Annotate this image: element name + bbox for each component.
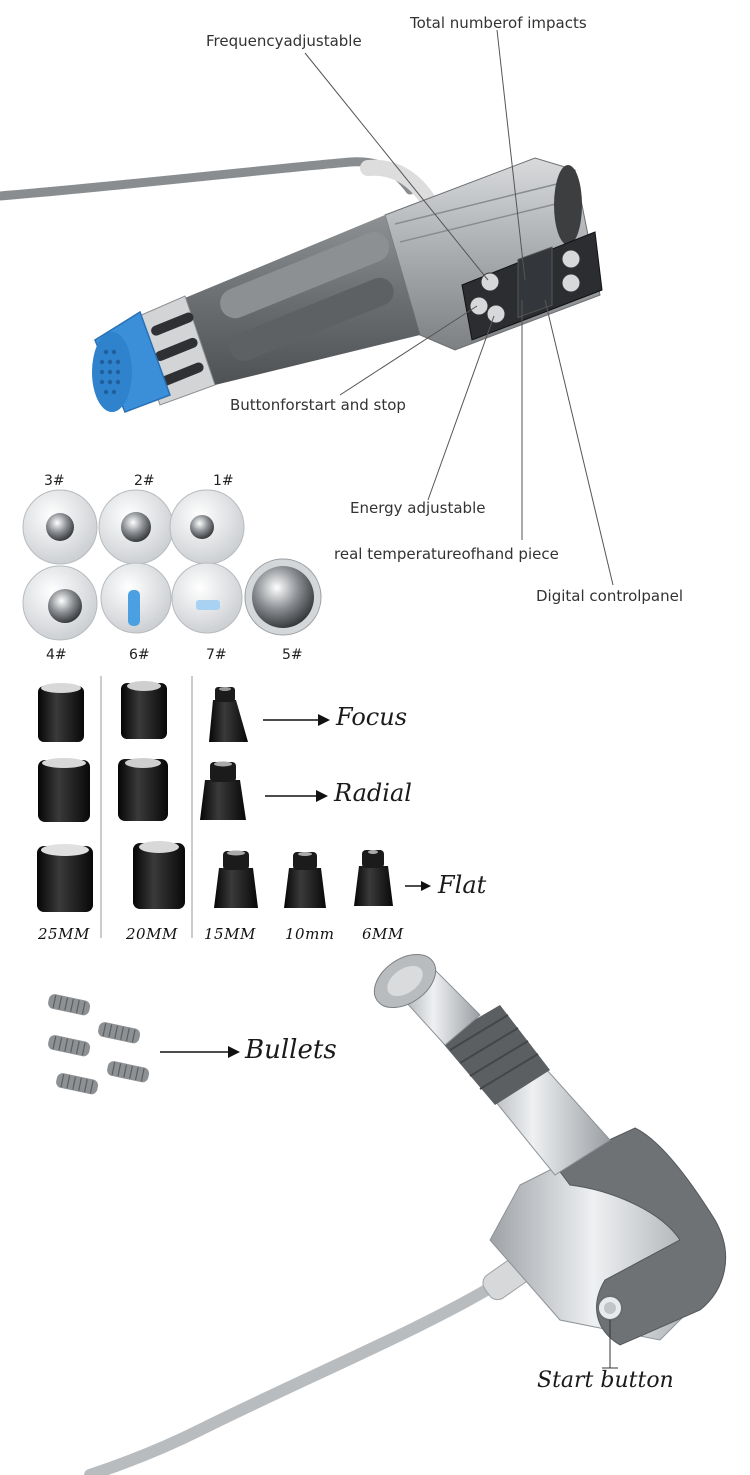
start-button-label: Start button <box>537 1368 674 1393</box>
radial-arrow <box>265 790 328 802</box>
transmitter-label-6: 6# <box>129 647 150 663</box>
flat-arrow <box>405 881 431 891</box>
head-10-flat <box>284 852 326 908</box>
control-panel-label: Digital controlpanel <box>536 587 684 605</box>
strain-relief <box>360 159 436 208</box>
size-label-10: 10mm <box>285 925 335 943</box>
bullet <box>48 994 91 1016</box>
head-15-radial <box>200 761 246 820</box>
grip <box>554 1127 727 1346</box>
head-20-flat <box>133 841 185 909</box>
transmitter-2 <box>98 489 174 565</box>
temperature-label: real temperatureofhand piece <box>334 545 559 563</box>
panel-down-button <box>561 273 581 293</box>
transmitter-label-4: 4# <box>46 647 67 663</box>
head-20-focus <box>121 681 167 739</box>
callout-lines <box>304 29 614 586</box>
start-stop-button <box>469 296 489 316</box>
frequency-button <box>480 272 500 292</box>
start-stop-label: Buttonforstart and stop <box>230 396 406 414</box>
bullet <box>56 1073 99 1095</box>
transmitter-label-5: 5# <box>282 647 303 663</box>
head-20-radial <box>118 758 168 821</box>
panel-up-button <box>561 249 581 269</box>
treatment-heads <box>37 676 431 938</box>
energy-label: Energy adjustable <box>350 499 486 517</box>
bullet <box>98 1022 141 1044</box>
transmitter-label-1: 1# <box>213 473 234 489</box>
transmitter-3 <box>22 489 98 565</box>
size-label-6: 6MM <box>362 925 404 943</box>
focus-arrow <box>263 714 330 726</box>
cable <box>84 1279 501 1475</box>
head-6-flat <box>354 850 393 906</box>
head-15-focus <box>209 687 248 742</box>
head-25-focus <box>38 683 84 742</box>
lcd-display <box>517 246 553 319</box>
flat-label: Flat <box>438 871 487 899</box>
size-label-25: 25MM <box>38 925 90 943</box>
transmitter-7 <box>171 562 243 634</box>
transmitter-label-7: 7# <box>206 647 227 663</box>
transmitters <box>22 489 322 641</box>
cable <box>0 157 415 201</box>
radial-label: Radial <box>334 779 412 807</box>
transmitter-5 <box>244 558 322 636</box>
transmitter-1 <box>169 489 245 565</box>
handpiece-illustration <box>0 157 603 413</box>
total-impacts-label: Total numberof impacts <box>410 14 587 32</box>
handpiece-side-illustration <box>84 953 727 1475</box>
bullet <box>107 1061 150 1083</box>
focus-label: Focus <box>336 703 408 731</box>
bullets-arrow <box>160 1046 240 1058</box>
bullets <box>48 994 240 1095</box>
energy-button <box>486 304 506 324</box>
head-25-flat <box>37 844 93 912</box>
bullets-label: Bullets <box>245 1035 337 1065</box>
size-label-15: 15MM <box>204 925 256 943</box>
tube-grip-ring <box>440 1005 550 1105</box>
transmitter-label-3: 3# <box>44 473 65 489</box>
transmitter-label-2: 2# <box>134 473 155 489</box>
head-25-radial <box>38 758 90 822</box>
head-15-flat <box>214 850 258 908</box>
transmitter-4 <box>22 565 98 641</box>
transmitter-6 <box>100 562 172 634</box>
size-label-20: 20MM <box>126 925 178 943</box>
frequency-label: Frequencyadjustable <box>206 32 362 50</box>
bullet <box>48 1035 91 1057</box>
